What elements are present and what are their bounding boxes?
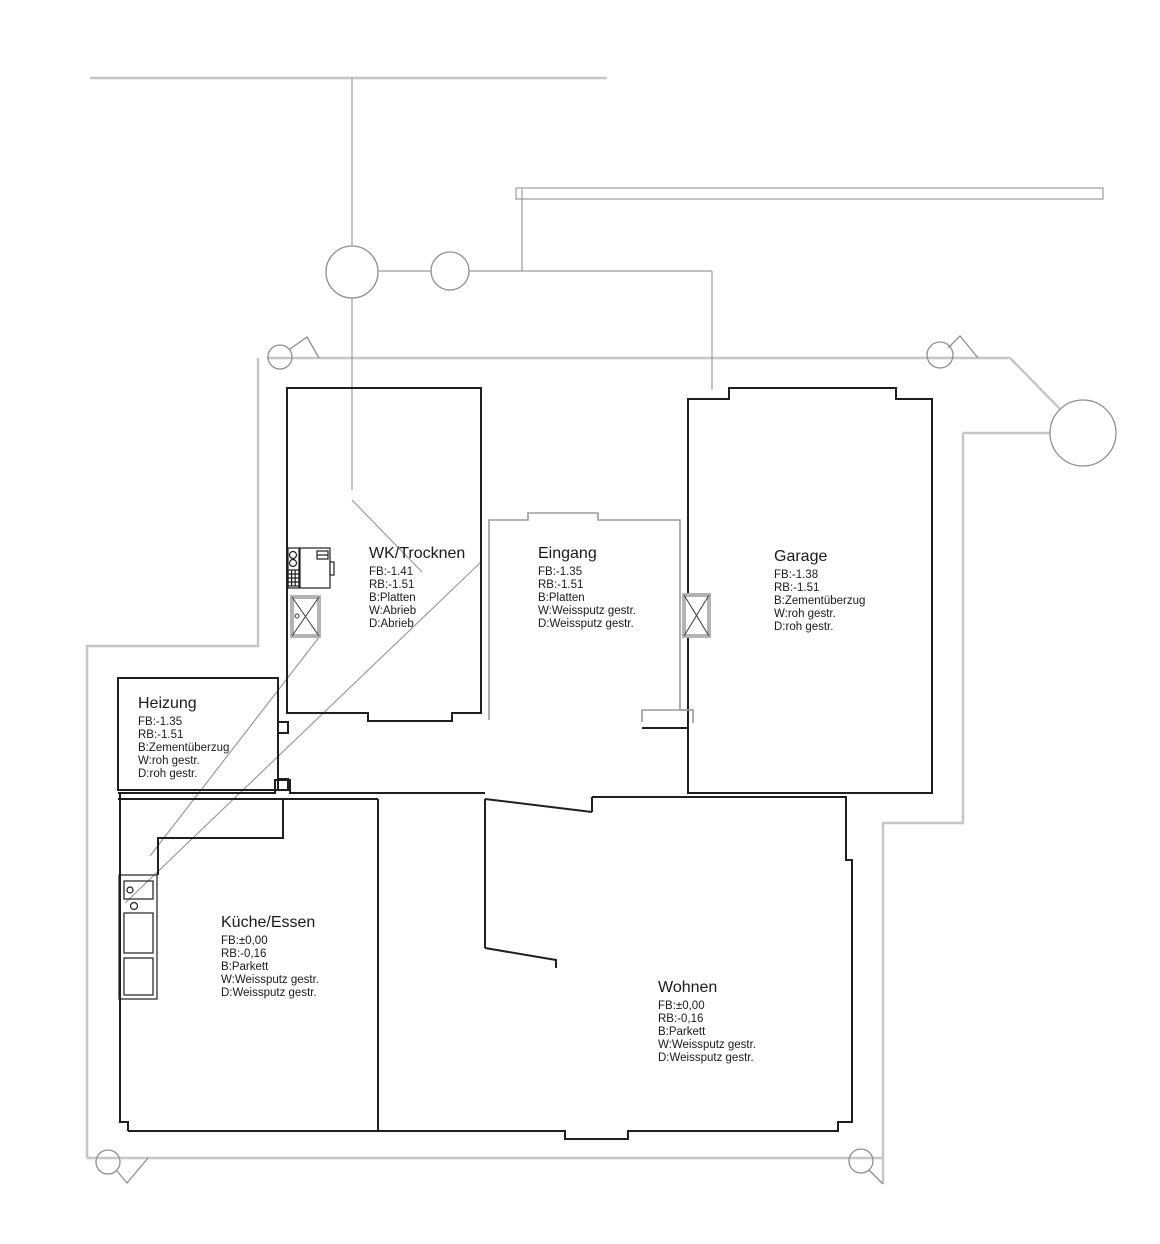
- eingang-outline: [488, 512, 694, 723]
- sink-basin-icon: [123, 880, 154, 900]
- room-walls: W:Weissputz gestr.: [538, 605, 636, 617]
- wall-vestibule-slant-bottom: [484, 947, 557, 968]
- room-ceiling: D:roh gestr.: [138, 768, 198, 780]
- room-rb: RB:-1.51: [369, 579, 415, 591]
- sink-counter-icon: [118, 874, 158, 1000]
- boundary-diagonal: [1009, 357, 1061, 410]
- leader-diagonal-short: [351, 499, 423, 573]
- room-fb: FB:±0,00: [221, 935, 268, 947]
- washer-knob-icon: [288, 550, 298, 560]
- washer-knob-icon: [288, 558, 298, 568]
- wall-garage: [687, 387, 933, 794]
- room-name: Küche/Essen: [221, 914, 316, 931]
- grid-bubble-icon: [430, 251, 470, 291]
- room-rb: RB:-1.51: [538, 579, 584, 591]
- wall-kitchen-jog: [157, 799, 284, 875]
- room-name: Eingang: [538, 545, 597, 562]
- room-rb: RB:-0,16: [658, 1013, 704, 1025]
- room-name: Wohnen: [658, 979, 718, 996]
- room-label-wk-trocknen: WK/Trocknen FB:-1.41 RB:-1.51 B:Platten …: [369, 545, 465, 631]
- room-walls: W:roh gestr.: [138, 755, 200, 767]
- window-cross-icon: [291, 596, 320, 637]
- washer-bump-icon: [329, 561, 335, 576]
- boundary-left: [85, 358, 260, 1158]
- room-ceiling: D:roh gestr.: [774, 621, 834, 633]
- room-fb: FB:-1.35: [538, 566, 583, 578]
- room-floor: B:Parkett: [221, 961, 269, 973]
- wall-wk-trocknen: [286, 387, 482, 722]
- grid-bubble-icon: [1049, 399, 1117, 467]
- room-walls: W:roh gestr.: [774, 608, 836, 620]
- room-name: WK/Trocknen: [369, 545, 466, 562]
- room-name: Heizung: [138, 695, 197, 712]
- grid-bubbles: [95, 245, 1117, 1185]
- room-ceiling: D:Weissputz gestr.: [658, 1052, 754, 1064]
- survey-point-icon: [848, 1148, 874, 1174]
- wall-lower-north-outer: [118, 779, 485, 794]
- washer-panel-icon: [287, 547, 300, 589]
- sink-tap-icon: [129, 901, 139, 911]
- survey-point-icon: [95, 1149, 121, 1175]
- survey-tick-icon: [116, 1157, 149, 1185]
- room-label-garage: Garage FB:-1.38 RB:-1.51 B:Zementüberzug…: [774, 548, 865, 634]
- pipe-diagonal-long: [124, 561, 482, 904]
- room-ceiling: D:Weissputz gestr.: [221, 987, 317, 999]
- room-rb: RB:-1.51: [774, 582, 820, 594]
- room-floor: B:Platten: [369, 592, 416, 604]
- room-fb: FB:-1.38: [774, 569, 819, 581]
- window-wk: [290, 595, 321, 638]
- room-floor: B:Platten: [538, 592, 585, 604]
- room-rb: RB:-0,16: [221, 948, 267, 960]
- room-walls: W:Weissputz gestr.: [658, 1039, 756, 1051]
- survey-tick-icon: [868, 1169, 884, 1185]
- window-handle-icon: [294, 613, 300, 619]
- room-label-kueche-essen: Küche/Essen FB:±0,00 RB:-0,16 B:Parkett …: [221, 914, 319, 1000]
- room-label-heizung: Heizung FB:-1.35 RB:-1.51 B:Zementüberzu…: [138, 695, 229, 781]
- pipe-diagonal-parallel: [149, 635, 321, 857]
- survey-point-icon: [926, 341, 954, 369]
- room-floor: B:Parkett: [658, 1026, 706, 1038]
- sink-drain-icon: [126, 886, 134, 894]
- room-walls: W:Weissputz gestr.: [221, 974, 319, 986]
- room-ceiling: D:Weissputz gestr.: [538, 618, 634, 630]
- room-label-eingang: Eingang FB:-1.35 RB:-1.51 B:Platten W:We…: [538, 545, 636, 631]
- survey-flag-icon: [289, 336, 320, 359]
- kitchen-sink-unit: [118, 874, 158, 1000]
- room-ceiling: D:Abrieb: [369, 618, 414, 630]
- beam-outline: [515, 187, 1104, 200]
- sink-cabinet-icon: [123, 912, 154, 954]
- room-fb: FB:-1.35: [138, 716, 183, 728]
- room-floor: B:Zementüberzug: [138, 742, 230, 754]
- wall-eingang-step: [641, 709, 693, 722]
- room-fb: FB:±0,00: [658, 1000, 705, 1012]
- grid-bubble-icon: [325, 245, 379, 299]
- room-fb: FB:-1.41: [369, 566, 414, 578]
- survey-point-icon: [267, 344, 293, 370]
- survey-flag-icon: [947, 335, 979, 359]
- walls: [117, 387, 933, 1140]
- wall-west: [119, 793, 129, 1131]
- room-walls: W:Abrieb: [369, 605, 417, 617]
- room-rb: RB:-1.51: [138, 729, 184, 741]
- window-eingang-garage: [682, 593, 711, 638]
- room-floor: B:Zementüberzug: [774, 595, 866, 607]
- room-name: Garage: [774, 548, 828, 565]
- boundary-right: [881, 433, 965, 1184]
- room-label-wohnen: Wohnen FB:±0,00 RB:-0,16 B:Parkett W:Wei…: [658, 979, 756, 1065]
- wall-south-east: [128, 796, 853, 1140]
- sink-cabinet-icon: [123, 957, 154, 996]
- property-lines: [85, 76, 1061, 1184]
- wall-vestibule-slant-top: [484, 798, 593, 813]
- washer-grid-lines: [288, 570, 299, 586]
- construction-lines: [124, 78, 1104, 904]
- wall-heizung-tab-1: [277, 721, 289, 734]
- window-cross-icon: [683, 594, 710, 637]
- washer-dryer: [287, 547, 335, 589]
